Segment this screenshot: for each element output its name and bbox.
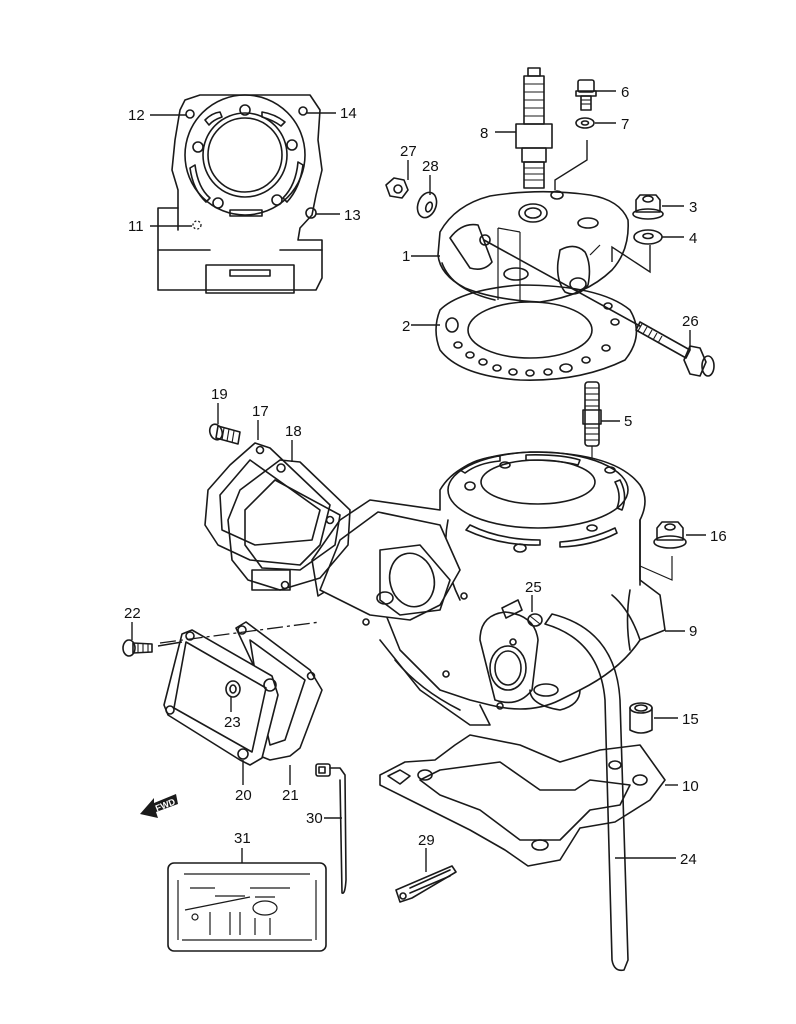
callout-24: 24 [680,851,697,868]
bolt-6 [575,79,597,111]
washer-7 [575,117,595,129]
fwd-label: FWD [154,796,177,813]
label-plate [167,862,327,952]
callout-17: 17 [252,403,269,420]
callout-19: 19 [211,386,228,403]
callout-15: 15 [682,711,699,728]
callout-25: 25 [525,579,542,596]
cylinder-head [437,190,629,303]
callout-18: 18 [285,423,302,440]
pin-15 [629,702,653,734]
washer-4 [633,229,663,245]
callout-labels: 1 2 3 4 5 6 7 8 9 10 11 12 13 14 15 16 1… [124,84,727,868]
cylinder-nut-16 [653,521,687,549]
callout-6: 6 [621,84,629,101]
callout-10: 10 [682,778,699,795]
union-and-clamp [501,599,543,627]
callout-20: 20 [235,787,252,804]
callout-28: 28 [422,158,439,175]
callout-29: 29 [418,832,435,849]
callout-9: 9 [689,623,697,640]
screw-22 [122,639,153,657]
callout-12: 12 [128,107,145,124]
cover-20 [163,629,279,766]
nut-3 [632,194,664,220]
cylinder [311,451,666,726]
cylinder-top-view-inset [157,94,323,294]
callout-16: 16 [710,528,727,545]
hose [544,613,629,972]
callout-4: 4 [689,230,697,247]
gasket-17 [204,442,331,566]
washer-28 [416,191,438,219]
cylinder-head-gasket [435,284,638,381]
callout-11: 11 [128,218,144,235]
bolt-19 [208,423,241,445]
callout-26: 26 [682,313,699,330]
callout-31: 31 [234,830,251,847]
callout-5: 5 [624,413,632,430]
callout-22: 22 [124,605,141,622]
bolt-26 [483,239,715,377]
callout-14: 14 [340,105,357,122]
gasket-18 [227,445,351,591]
spark-plug [515,67,553,189]
nut-27 [385,177,409,199]
callout-2: 2 [402,318,410,335]
leader-lines [131,90,706,872]
clamp-29 [395,865,457,903]
callout-1: 1 [402,248,410,265]
callout-21: 21 [282,787,299,804]
callout-8: 8 [480,125,488,142]
callout-30: 30 [306,810,323,827]
callout-7: 7 [621,116,629,133]
callout-23: 23 [224,714,241,731]
callout-27: 27 [400,143,417,160]
callout-3: 3 [689,199,697,216]
callout-13: 13 [344,207,361,224]
sensor-lead [315,763,347,895]
cylinder-base-gasket [379,734,666,867]
forward-direction-arrow: FWD [140,794,178,818]
